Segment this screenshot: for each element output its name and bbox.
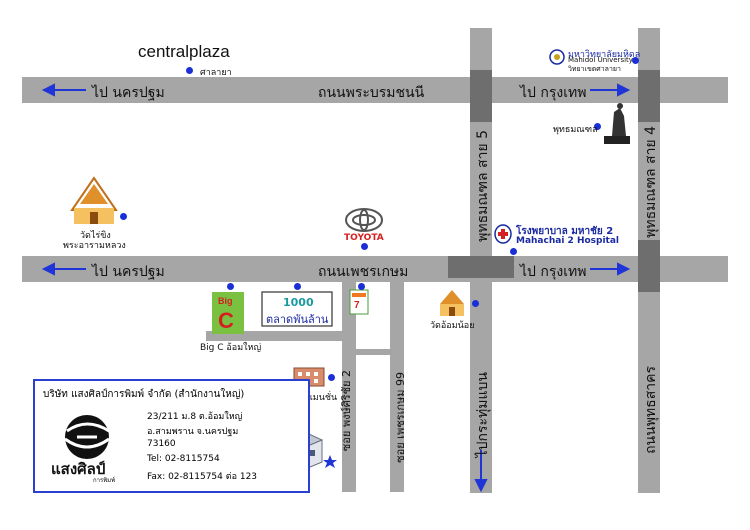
temple-left-label: วัดไร่ขิง — [80, 231, 111, 241]
company-logo-icon — [64, 415, 110, 459]
bigc-label: Big C อ้อมใหญ่ — [200, 343, 262, 353]
market-box — [261, 291, 333, 327]
company-logo-text: แสงศิลป์ — [51, 460, 106, 478]
hospital-logo-icon — [494, 224, 512, 244]
arrow-right-mid — [590, 262, 631, 276]
location-dot — [227, 283, 234, 290]
location-dot — [120, 213, 127, 220]
company-address-2: อ.สามพราน จ.นครปฐม — [147, 427, 239, 437]
temple-icon-left — [70, 176, 118, 224]
company-zip: 73160 — [147, 439, 176, 449]
direction-label: ไป นครปฐม — [92, 264, 165, 280]
soi-road-left — [206, 331, 356, 341]
overpass-mid — [448, 256, 514, 278]
soi-road-2 — [390, 282, 404, 492]
company-info-box: บริษัท แสงศิลป์การพิมพ์ จำกัด (สำนักงานใ… — [33, 379, 310, 493]
direction-label: ไป กรุงเทพ — [520, 264, 587, 280]
overpass-left-top — [470, 70, 492, 122]
market-number: 1000 — [283, 296, 314, 309]
company-address-1: 23/211 ม.8 ต.อ้อมใหญ่ — [147, 412, 243, 422]
direction-label: ไป กรุงเทพ — [520, 85, 587, 101]
svg-text:C: C — [218, 308, 234, 333]
road-label-down: ไปกระทุ่มแบน — [475, 372, 491, 458]
location-dot — [472, 300, 479, 307]
arrow-left-top — [41, 83, 86, 97]
location-star-icon — [323, 455, 337, 468]
location-dot — [632, 57, 639, 64]
svg-text:7: 7 — [354, 300, 360, 311]
company-logo-sub: การพิมพ์ — [93, 477, 116, 484]
svg-text:Big: Big — [218, 296, 233, 306]
direction-label: ไป นครปฐม — [92, 85, 165, 101]
apartment-label: รติกรแมนชั่น — [286, 393, 338, 403]
mahidol-label-th: มหาวิทยาลัยมหิดล — [568, 50, 641, 60]
company-fax: Fax: 02-8115754 ต่อ 123 — [147, 472, 258, 482]
location-dot — [358, 283, 365, 290]
overpass-right-mid — [638, 240, 660, 292]
arrow-left-mid — [41, 262, 86, 276]
location-dot — [328, 374, 335, 381]
road-label-bottom-right: ถนนพุทธสาคร — [643, 366, 659, 454]
hospital-label-en: Mahachai 2 Hospital — [516, 236, 619, 246]
overpass-right-top — [638, 70, 660, 122]
hospital-label-th: โรงพยาบาล มหาชัย 2 — [516, 226, 614, 237]
soi-connector — [342, 349, 404, 355]
central-plaza-logo: centralplaza — [138, 42, 230, 61]
location-dot — [361, 243, 368, 250]
central-plaza-sub: ศาลายา — [200, 68, 232, 78]
temple-left-label-2: พระอารามหลวง — [63, 241, 126, 251]
temple-right-label: วัดอ้อมน้อย — [430, 321, 475, 331]
arrow-down — [474, 450, 488, 493]
mahidol-label-en: Mahidol University — [568, 56, 633, 64]
company-name: บริษัท แสงศิลป์การพิมพ์ จำกัด (สำนักงานใ… — [43, 389, 245, 400]
mahidol-label-campus: วิทยาเขตศาลายา — [568, 65, 621, 73]
road-label-soi-1: ซอย พงษ์ศิริชัย 2 — [340, 370, 353, 452]
seven-eleven-icon: 7 — [349, 289, 369, 315]
location-dot — [594, 123, 601, 130]
road-label-vertical-left: พุทธมณฑล สาย 5 — [475, 130, 491, 242]
toyota-logo-icon — [345, 208, 383, 232]
location-dot — [186, 67, 193, 74]
arrow-right-top — [590, 83, 631, 97]
buddha-statue-icon — [604, 103, 630, 144]
location-dot — [294, 283, 301, 290]
bigc-logo-icon: Big C — [212, 292, 244, 334]
location-dot — [510, 248, 517, 255]
road-label-middle: ถนนเพชรเกษม — [318, 264, 409, 280]
road-label-top: ถนนพระบรมชนนี — [318, 85, 425, 101]
market-name: ตลาดพันล้าน — [266, 313, 329, 326]
road-label-vertical-right: พุทธมณฑล สาย 4 — [643, 126, 659, 238]
temple-icon-right — [440, 290, 464, 316]
toyota-label: TOYOTA — [344, 233, 384, 243]
buddha-label: พุทธมณฑล — [553, 125, 598, 135]
road-label-soi-2: ซอย เพชรเกษม 99 — [394, 372, 407, 463]
company-tel: Tel: 02-8115754 — [147, 454, 220, 464]
mahidol-seal-icon — [549, 49, 565, 65]
